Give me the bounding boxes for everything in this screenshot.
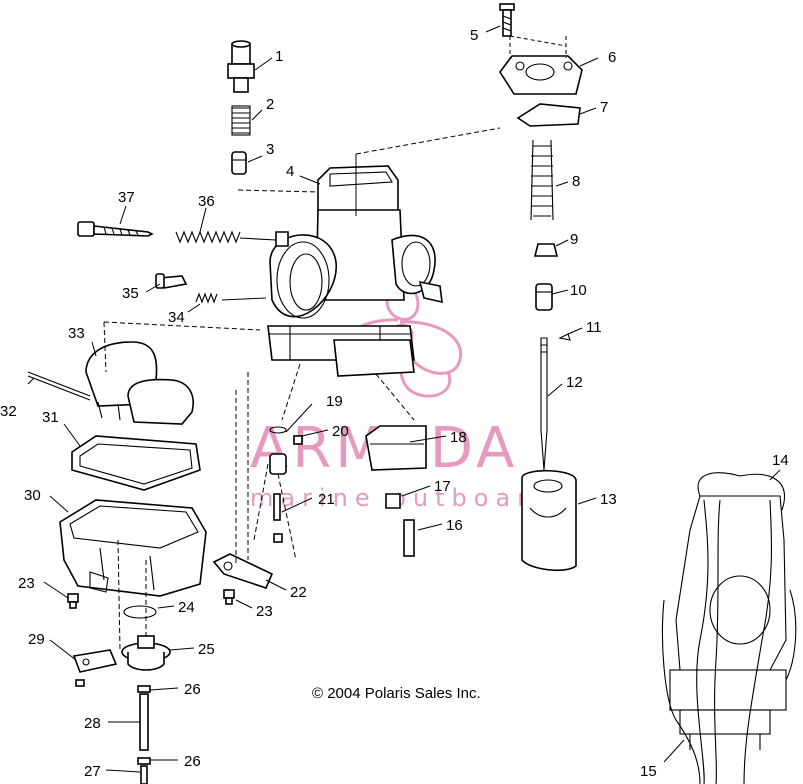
label-25: 25 [198, 641, 215, 658]
label-29: 29 [28, 631, 45, 648]
part-30-float-bowl [59, 499, 207, 597]
part-16-needle-jet [403, 519, 415, 557]
label-10: 10 [570, 282, 587, 299]
label-16: 16 [446, 517, 463, 534]
part-32-pin [27, 371, 91, 401]
part-26-washer-upper [137, 685, 151, 693]
part-21-float-valve [269, 453, 287, 543]
label-23-right: 23 [256, 603, 273, 620]
watermark-tagline: marine outboards [250, 484, 575, 512]
part-25-drain-plug [121, 635, 171, 671]
part-33-float [85, 341, 194, 425]
label-7: 7 [600, 99, 608, 116]
part-11-clip [558, 333, 571, 341]
callout-labels: 1 2 3 4 5 6 7 8 9 10 11 12 13 14 15 16 1… [0, 27, 789, 780]
label-17: 17 [434, 478, 451, 495]
part-37-pilot-screw [77, 221, 154, 237]
part-26-washer-lower [137, 757, 151, 765]
label-4: 4 [286, 163, 294, 180]
label-9: 9 [570, 231, 578, 248]
label-2: 2 [266, 96, 274, 113]
label-8: 8 [572, 173, 580, 190]
part-6-top-cap [499, 35, 583, 95]
label-32: 32 [0, 403, 17, 420]
part-9-retainer [533, 243, 559, 257]
label-33: 33 [68, 325, 85, 342]
copyright-text: © 2004 Polaris Sales Inc. [312, 685, 481, 702]
part-29-bracket [72, 649, 118, 687]
part-23-screw-left [67, 593, 79, 609]
leader-lines [27, 25, 781, 773]
label-22: 22 [290, 584, 307, 601]
part-3-jet [231, 151, 247, 175]
part-35-screw [155, 273, 188, 289]
part-36-spring [175, 230, 241, 244]
label-11: 11 [586, 319, 602, 336]
part-27-hose [140, 765, 148, 784]
label-34: 34 [168, 309, 185, 326]
part-8-spring [530, 139, 554, 221]
label-27: 27 [84, 763, 101, 780]
label-23-left: 23 [18, 575, 35, 592]
part-19-washer [269, 426, 287, 434]
label-24: 24 [178, 599, 195, 616]
part-5-screw [499, 3, 515, 37]
label-12: 12 [566, 374, 583, 391]
part-24-o-ring [123, 605, 157, 619]
label-37: 37 [118, 189, 135, 206]
part-12-jet-needle [540, 337, 548, 471]
part-28-tube [139, 693, 149, 751]
label-20: 20 [332, 423, 349, 440]
label-26-lower: 26 [184, 753, 201, 770]
label-1: 1 [275, 48, 283, 65]
part-4-carburetor-body [237, 127, 501, 377]
label-19: 19 [326, 393, 343, 410]
label-18: 18 [450, 429, 467, 446]
label-36: 36 [198, 193, 215, 210]
part-2-spring [231, 105, 251, 136]
label-14: 14 [772, 452, 789, 469]
part-31-float-bowl-gasket [71, 435, 201, 491]
label-13: 13 [600, 491, 617, 508]
part-10-needle-holder [535, 283, 553, 311]
part-23-screw-right [223, 589, 235, 605]
part-18-cover [365, 425, 427, 471]
part-7-gasket [516, 103, 581, 127]
label-3: 3 [266, 141, 274, 158]
label-15: 15 [640, 763, 657, 780]
label-26-upper: 26 [184, 681, 201, 698]
part-22-bracket [212, 553, 274, 589]
label-6: 6 [608, 49, 616, 66]
part-13-throttle-slide [521, 469, 577, 572]
label-35: 35 [122, 285, 139, 302]
label-28: 28 [84, 715, 101, 732]
label-30: 30 [24, 487, 41, 504]
inset-vent-hose-view [661, 472, 797, 784]
part-17-jet [385, 493, 401, 509]
label-31: 31 [42, 409, 59, 426]
label-5: 5 [470, 27, 478, 44]
part-1-fitting [227, 40, 255, 93]
part-34-spring [195, 292, 267, 304]
part-20-screw [293, 435, 303, 445]
label-21: 21 [318, 491, 335, 508]
